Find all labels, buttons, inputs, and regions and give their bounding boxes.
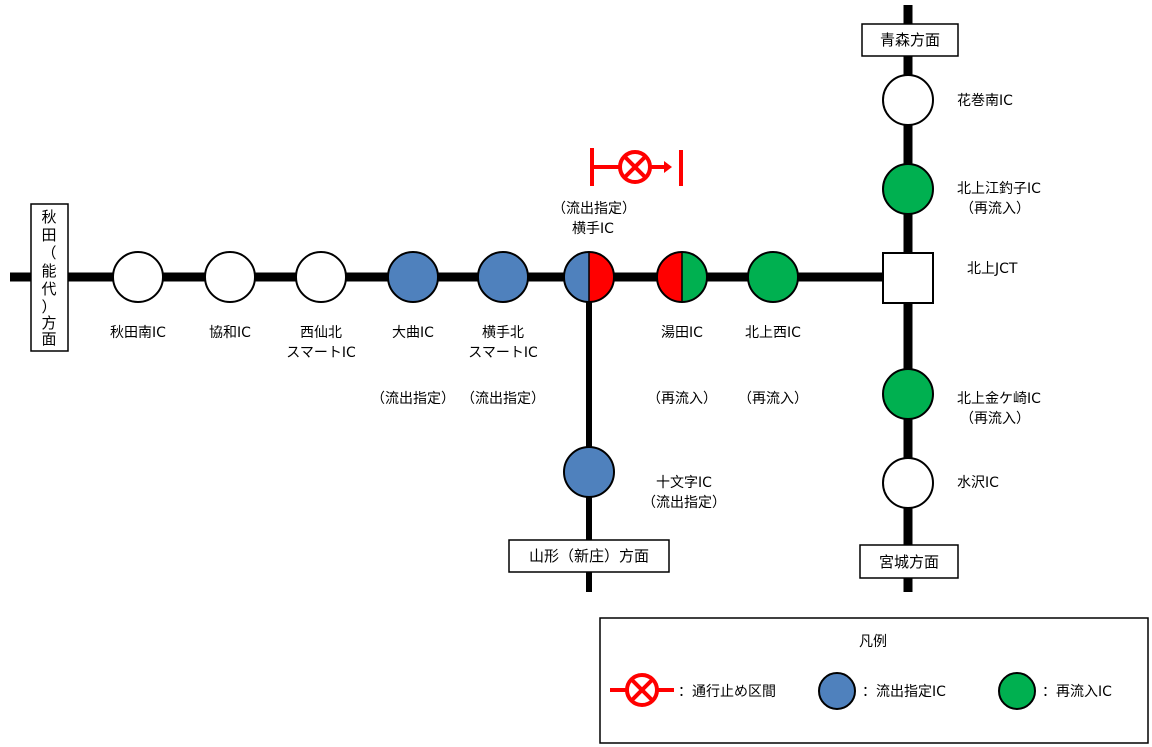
ic-yokotekita-note: （流出指定）	[461, 391, 545, 407]
ic-omagari-marker	[387, 251, 439, 303]
ic-kitakamikanegasaki-marker	[882, 368, 934, 420]
akita-char-5: 代	[41, 280, 56, 298]
direction-aomori-box: 青森方面	[861, 23, 959, 57]
ic-mizusawa-label: 水沢IC	[957, 475, 999, 491]
ic-yuda-marker	[656, 251, 708, 303]
legend-closure-icon	[610, 673, 674, 707]
ic-kyowa-marker	[204, 251, 256, 303]
akita-char-7: 方	[41, 314, 56, 332]
akita-char-4: 能	[41, 262, 56, 280]
akita-char-6: ）	[41, 298, 56, 316]
ic-yokote-marker	[563, 251, 615, 303]
direction-miyagi-label: 宮城方面	[879, 553, 939, 571]
akita-char-2: 田	[41, 226, 56, 244]
direction-akita-box: 秋 田 （ 能 代 ） 方 面	[30, 203, 69, 352]
direction-yamagata-label: 山形（新庄）方面	[529, 547, 649, 565]
ic-yokotekita-label-line2: スマートIC	[468, 345, 538, 361]
ic-yuda-label: 湯田IC	[661, 324, 703, 341]
direction-yamagata-box: 山形（新庄）方面	[508, 539, 670, 573]
akita-char-1: 秋	[41, 208, 56, 226]
ic-yokotekita-label-line1: 横手北	[482, 325, 524, 341]
ic-mizusawa-marker	[882, 457, 934, 509]
ic-hanamakiminami-marker	[882, 74, 934, 126]
ic-yokotekita-marker	[477, 251, 529, 303]
ic-kitakamiesashi-label: 北上江釣子IC	[957, 181, 1041, 197]
legend-box: 凡例 ：通行止め区間 ：流出指定IC ：再流入IC	[599, 617, 1149, 744]
ic-yokote-label: 横手IC	[572, 221, 614, 237]
akita-char-8: 面	[41, 330, 56, 348]
legend-exit-icon	[818, 672, 856, 710]
ic-akitaminami-marker	[112, 251, 164, 303]
ic-kitakamiesashi-note: （再流入）	[960, 201, 1030, 217]
legend-reentry-icon	[998, 672, 1036, 710]
legend-closure-label: ：通行止め区間	[678, 684, 776, 700]
ic-seisenboku-marker	[295, 251, 347, 303]
jct-kitakami-marker	[882, 252, 934, 304]
ic-kitakaminishi-label: 北上西IC	[745, 325, 801, 341]
ic-kitakamiesashi-marker	[882, 163, 934, 215]
ic-akitaminami-label: 秋田南IC	[110, 325, 166, 341]
ic-seisenboku-label-line2: スマートIC	[286, 345, 356, 361]
ic-kitakamikanegasaki-note: （再流入）	[960, 411, 1030, 427]
ic-hanamakiminami-label: 花巻南IC	[957, 93, 1013, 109]
legend-reentry-label: ：再流入IC	[1042, 684, 1112, 700]
ic-kitakaminishi-marker	[747, 251, 799, 303]
ic-jumonji-marker	[563, 446, 615, 498]
ic-seisenboku-label-line1: 西仙北	[300, 325, 342, 341]
jct-kitakami-label: 北上JCT	[967, 261, 1018, 277]
ic-kitakaminishi-note: （再流入）	[738, 391, 808, 407]
ic-kitakamikanegasaki-label: 北上金ケ崎IC	[957, 391, 1041, 407]
ic-kyowa-label: 協和IC	[209, 325, 251, 341]
ic-omagari-label: 大曲IC	[392, 325, 434, 341]
legend-title: 凡例	[859, 634, 887, 650]
ic-omagari-note: （流出指定）	[371, 391, 455, 407]
legend-exit-label: ：流出指定IC	[862, 684, 946, 700]
ic-jumonji-note: （流出指定）	[642, 495, 726, 511]
direction-aomori-label: 青森方面	[880, 31, 940, 49]
direction-miyagi-box: 宮城方面	[859, 544, 959, 579]
akita-char-3: （	[41, 244, 56, 262]
ic-jumonji-label: 十文字IC	[656, 475, 712, 491]
closure-section-icon	[590, 148, 683, 186]
ic-yuda-note: （再流入）	[647, 391, 717, 407]
ic-yokote-note: （流出指定）	[552, 201, 636, 217]
